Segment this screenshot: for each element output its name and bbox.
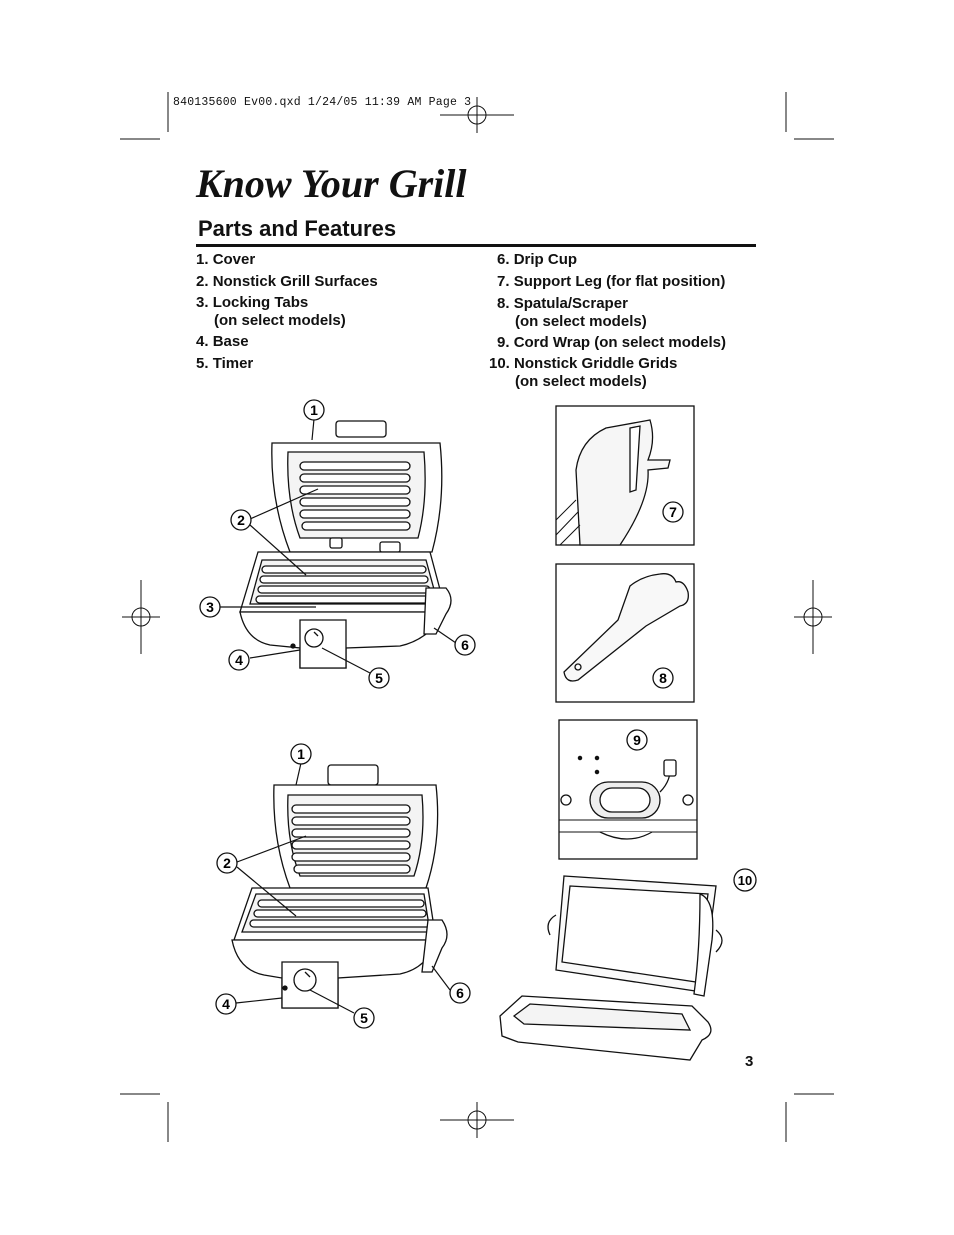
callout-1-bottom: 1 [290,743,312,765]
griddle-plates [499,875,723,1061]
svg-text:6: 6 [456,985,464,1001]
svg-text:4: 4 [235,652,243,668]
svg-text:7: 7 [669,504,677,520]
svg-text:5: 5 [375,670,383,686]
page-title: Know Your Grill [196,161,467,206]
part-item: 3. Locking Tabs (on select models) [196,294,346,329]
svg-text:1: 1 [310,402,318,418]
callout-2-top: 2 [230,509,252,531]
callout-1-top: 1 [303,399,325,421]
inset-support-leg [555,405,695,546]
callout-4-top: 4 [228,649,250,671]
svg-text:8: 8 [659,670,667,686]
print-slug: 840135600 Ev00.qxd 1/24/05 11:39 AM Page… [173,96,472,109]
part-item: 9. Cord Wrap (on select models) [497,334,726,351]
part-item: 8. Spatula/Scraper (on select models) [497,295,647,330]
svg-text:2: 2 [237,512,245,528]
callout-4-bottom: 4 [215,993,237,1015]
page-number: 3 [745,1053,754,1070]
callout-6-top: 6 [454,634,476,656]
part-item: 1. Cover [196,251,256,268]
callout-3-top: 3 [199,596,221,618]
part-item: 10. Nonstick Griddle Grids (on select mo… [489,355,678,390]
callout-5-bottom: 5 [353,1007,375,1029]
registration-mark [440,1102,514,1138]
callout-7: 7 [662,501,684,523]
crop-marks [120,92,834,1142]
svg-text:3: 3 [206,599,214,615]
part-item: 2. Nonstick Grill Surfaces [196,273,378,290]
callout-10: 10 [733,868,757,892]
registration-mark [440,97,514,133]
part-item: 6. Drip Cup [497,251,578,268]
leader-lines-top [220,418,457,674]
svg-text:2: 2 [223,855,231,871]
svg-text:10: 10 [738,873,752,888]
heading-rule [196,244,756,247]
part-item: 7. Support Leg (for flat position) [497,273,726,290]
callout-2-bottom: 2 [216,852,238,874]
callout-9: 9 [626,729,648,751]
svg-text:4: 4 [222,996,230,1012]
part-item: 4. Base [196,333,249,350]
grill-illustration-bottom [231,764,448,1009]
inset-spatula [555,563,695,703]
callout-5-top: 5 [368,667,390,689]
callout-8: 8 [652,667,674,689]
section-heading: Parts and Features [198,216,397,241]
svg-text:6: 6 [461,637,469,653]
callout-6-bottom: 6 [449,982,471,1004]
svg-text:9: 9 [633,732,641,748]
registration-mark [794,580,832,654]
registration-mark [122,580,160,654]
svg-text:1: 1 [297,746,305,762]
leader-lines-bottom [235,762,451,1014]
grill-illustration-top [239,420,452,669]
part-item: 5. Timer [196,355,254,372]
svg-text:5: 5 [360,1010,368,1026]
